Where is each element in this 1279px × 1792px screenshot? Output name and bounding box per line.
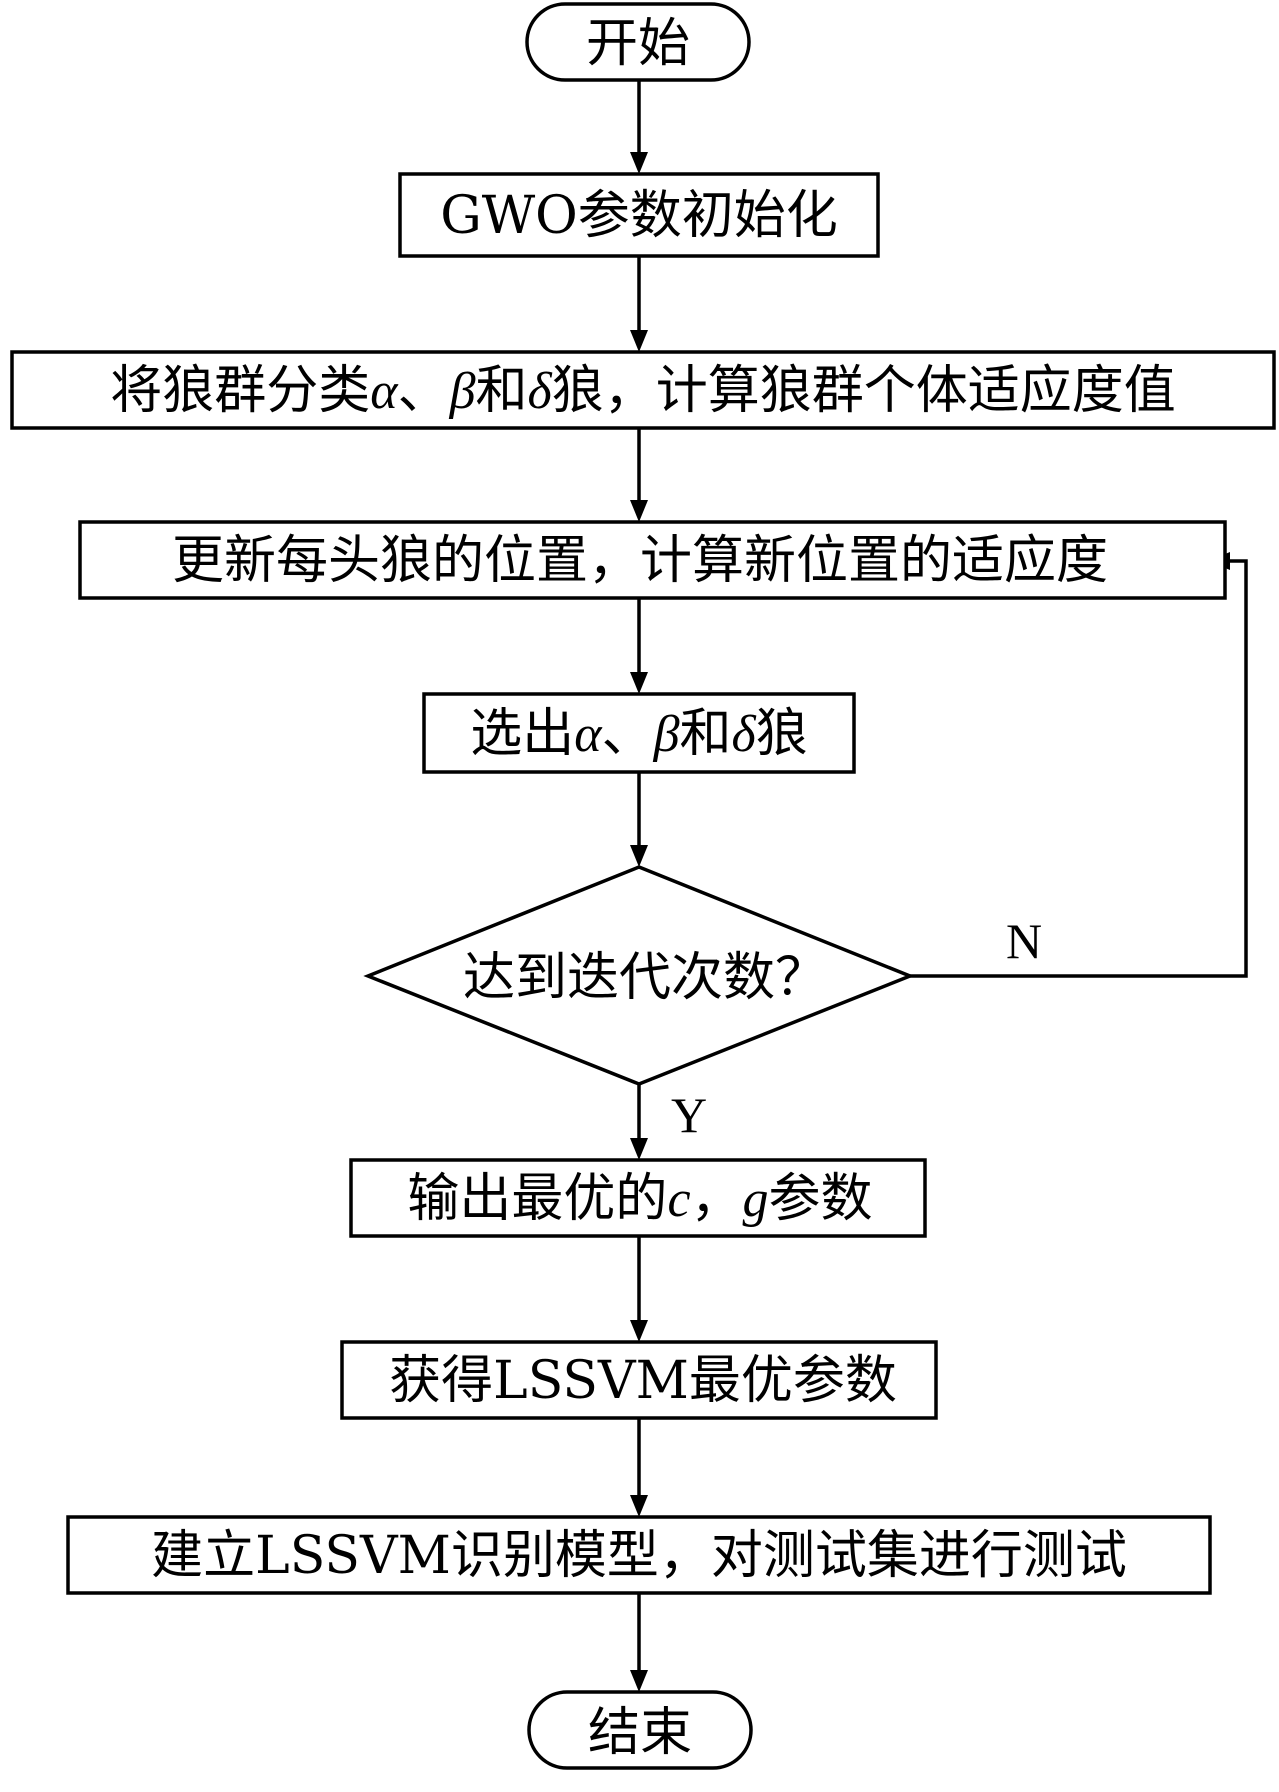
node-end: 结束	[527, 1690, 753, 1770]
select-text-1: 选出	[470, 704, 574, 764]
classify-text-2: 、	[398, 361, 450, 421]
obtain-process-shape	[340, 1340, 938, 1420]
init-label: GWO参数初始化	[440, 186, 838, 246]
classify-text-3: 和	[476, 361, 528, 421]
select-text-4: 狼	[756, 704, 808, 764]
arrowhead-update	[630, 500, 648, 522]
arrowhead-obtain	[630, 1320, 648, 1342]
arrowhead-end	[630, 1670, 648, 1692]
decision-diamond-shape	[363, 865, 915, 1086]
node-decision: 达到迭代次数？	[363, 865, 915, 1086]
end-label: 结束	[588, 1703, 692, 1763]
beta-symbol: β	[449, 363, 476, 420]
node-init: GWO参数初始化	[398, 172, 880, 258]
arrowhead-decision	[630, 845, 648, 867]
end-terminal-shape	[527, 1690, 753, 1770]
delta-symbol: δ	[732, 706, 757, 763]
arrowhead-build	[630, 1495, 648, 1517]
c-symbol: c	[667, 1171, 690, 1228]
output-process-shape	[349, 1158, 927, 1238]
edges	[630, 80, 1248, 1692]
classify-text-1: 将狼群分类	[110, 361, 370, 421]
alpha-symbol: α	[370, 363, 399, 420]
select-label: 选出α、β和δ狼	[470, 704, 807, 764]
node-build: 建立LSSVM识别模型，对测试集进行测试	[66, 1515, 1212, 1595]
classify-label: 将狼群分类α、β和δ狼，计算狼群个体适应度值	[110, 361, 1175, 421]
init-process-shape	[398, 172, 880, 258]
output-text-3: 参数	[769, 1169, 873, 1229]
build-label: 建立LSSVM识别模型，对测试集进行测试	[151, 1526, 1127, 1586]
update-label: 更新每头狼的位置，计算新位置的适应度	[172, 531, 1108, 591]
classify-process-shape	[10, 350, 1276, 430]
output-text-1: 输出最优的	[407, 1169, 667, 1229]
node-output: 输出最优的c，g参数	[349, 1158, 927, 1238]
node-classify: 将狼群分类α、β和δ狼，计算狼群个体适应度值	[10, 350, 1276, 430]
arrowhead-output	[630, 1138, 648, 1160]
build-process-shape	[66, 1515, 1212, 1595]
beta-symbol: β	[653, 706, 680, 763]
arrowhead-select	[630, 672, 648, 694]
node-start: 开始	[525, 2, 751, 82]
delta-symbol: δ	[528, 363, 553, 420]
node-obtain: 获得LSSVM最优参数	[340, 1340, 938, 1420]
obtain-label: 获得LSSVM最优参数	[389, 1351, 897, 1411]
update-process-shape	[78, 520, 1227, 600]
select-text-2: 、	[602, 704, 654, 764]
output-label: 输出最优的c，g参数	[407, 1169, 872, 1229]
edge-label-yes: Y	[671, 1087, 707, 1143]
classify-text-4: 狼，计算狼群个体适应度值	[552, 361, 1176, 421]
start-terminal-shape	[525, 2, 751, 82]
decision-label: 达到迭代次数？	[463, 948, 827, 1008]
edge-decision-update-loop	[910, 559, 1248, 978]
start-label: 开始	[586, 14, 690, 74]
node-update: 更新每头狼的位置，计算新位置的适应度	[78, 520, 1227, 600]
g-symbol: g	[743, 1171, 769, 1228]
edge-label-no: N	[1006, 913, 1042, 969]
select-text-3: 和	[680, 704, 732, 764]
output-text-2: ，	[691, 1169, 743, 1229]
arrowhead-classify	[630, 330, 648, 352]
arrowhead-init	[630, 152, 648, 174]
node-select: 选出α、β和δ狼	[422, 692, 856, 774]
alpha-symbol: α	[574, 706, 603, 763]
select-process-shape	[422, 692, 856, 774]
